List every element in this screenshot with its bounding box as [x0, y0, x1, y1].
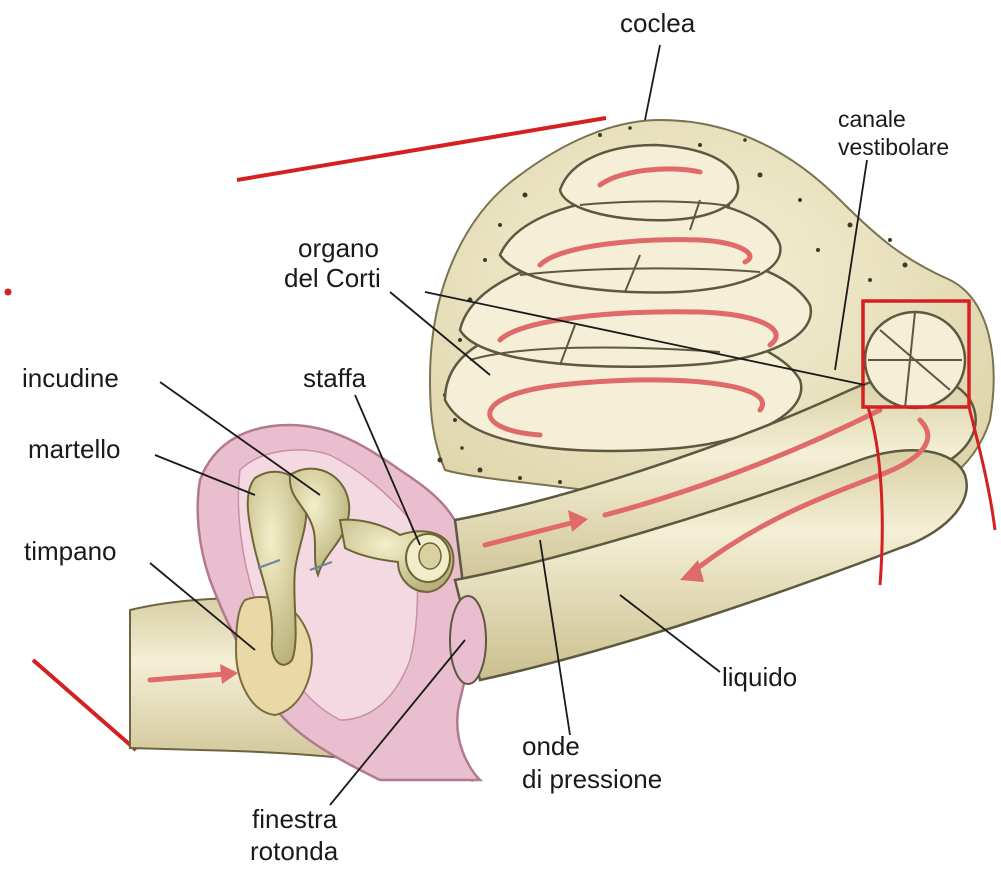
label-onde-line2: di pressione — [522, 764, 662, 794]
label-canale-line1: canale — [838, 106, 906, 132]
label-staffa: staffa — [303, 363, 367, 393]
label-timpano: timpano — [24, 536, 117, 566]
round-window-shape — [450, 596, 486, 684]
label-coclea: coclea — [620, 8, 696, 38]
label-onde-line1: onde — [522, 731, 580, 761]
label-canale-line2: vestibolare — [838, 134, 949, 160]
label-liquido: liquido — [722, 662, 797, 692]
label-organo-line1: organo — [298, 233, 379, 263]
label-finestra-line2: rotonda — [250, 836, 339, 866]
label-organo-line2: del Corti — [284, 263, 381, 293]
annotation-line-left — [33, 660, 136, 750]
label-incudine: incudine — [22, 363, 119, 393]
label-martello: martello — [28, 434, 120, 464]
annotation-dot — [5, 289, 12, 296]
label-finestra-line1: finestra — [252, 804, 338, 834]
